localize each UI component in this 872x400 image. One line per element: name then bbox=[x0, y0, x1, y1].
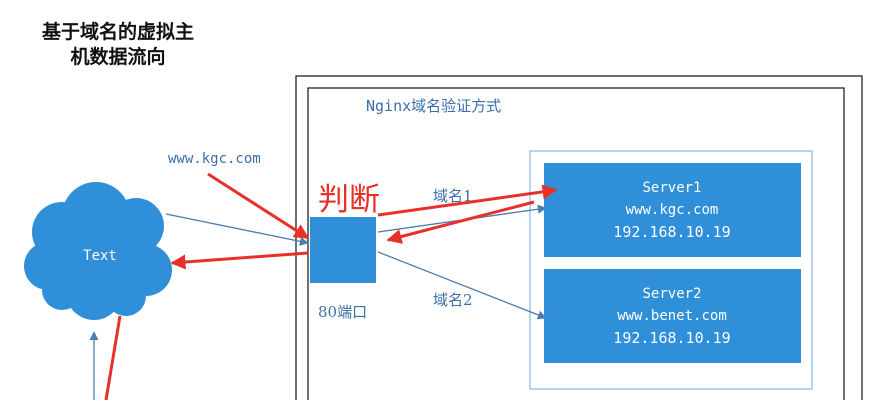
port80-label: 80端口 bbox=[318, 303, 367, 321]
server2-node bbox=[544, 269, 801, 363]
client-to-port80-line bbox=[165, 213, 309, 246]
client-outbound-line-red bbox=[104, 315, 122, 400]
server1-domain: www.kgc.com bbox=[626, 202, 719, 218]
server2-name: Server2 bbox=[642, 286, 701, 302]
request-arrow-red bbox=[207, 172, 310, 240]
server-container bbox=[529, 150, 813, 390]
server2-ip: 192.168.10.19 bbox=[613, 329, 730, 347]
client-label: Text bbox=[83, 248, 117, 264]
nginx-box-outer-frame bbox=[295, 75, 863, 400]
port80-to-server2-line bbox=[377, 251, 547, 320]
nginx-box-label: Nginx域名验证方式 bbox=[366, 97, 501, 115]
forward-to-server1-arrow-red bbox=[377, 184, 558, 217]
route1-label: 域名1 bbox=[433, 187, 473, 205]
client-url-label: www.kgc.com bbox=[168, 151, 261, 167]
server1-name: Server1 bbox=[642, 180, 701, 196]
diagram-title-line1: 基于域名的虚拟主 bbox=[41, 20, 194, 43]
port80-node bbox=[310, 217, 376, 283]
route2-label: 域名2 bbox=[433, 291, 473, 309]
response-to-client-arrow-red bbox=[170, 251, 309, 270]
diagram-title-line2: 机数据流向 bbox=[70, 45, 165, 68]
server1-node bbox=[544, 163, 801, 257]
server1-response-arrow-red bbox=[386, 200, 535, 244]
client-cloud-node bbox=[24, 182, 172, 320]
decision-label: 判断 bbox=[318, 182, 380, 218]
server2-domain: www.benet.com bbox=[617, 308, 727, 324]
server1-ip: 192.168.10.19 bbox=[613, 223, 730, 241]
